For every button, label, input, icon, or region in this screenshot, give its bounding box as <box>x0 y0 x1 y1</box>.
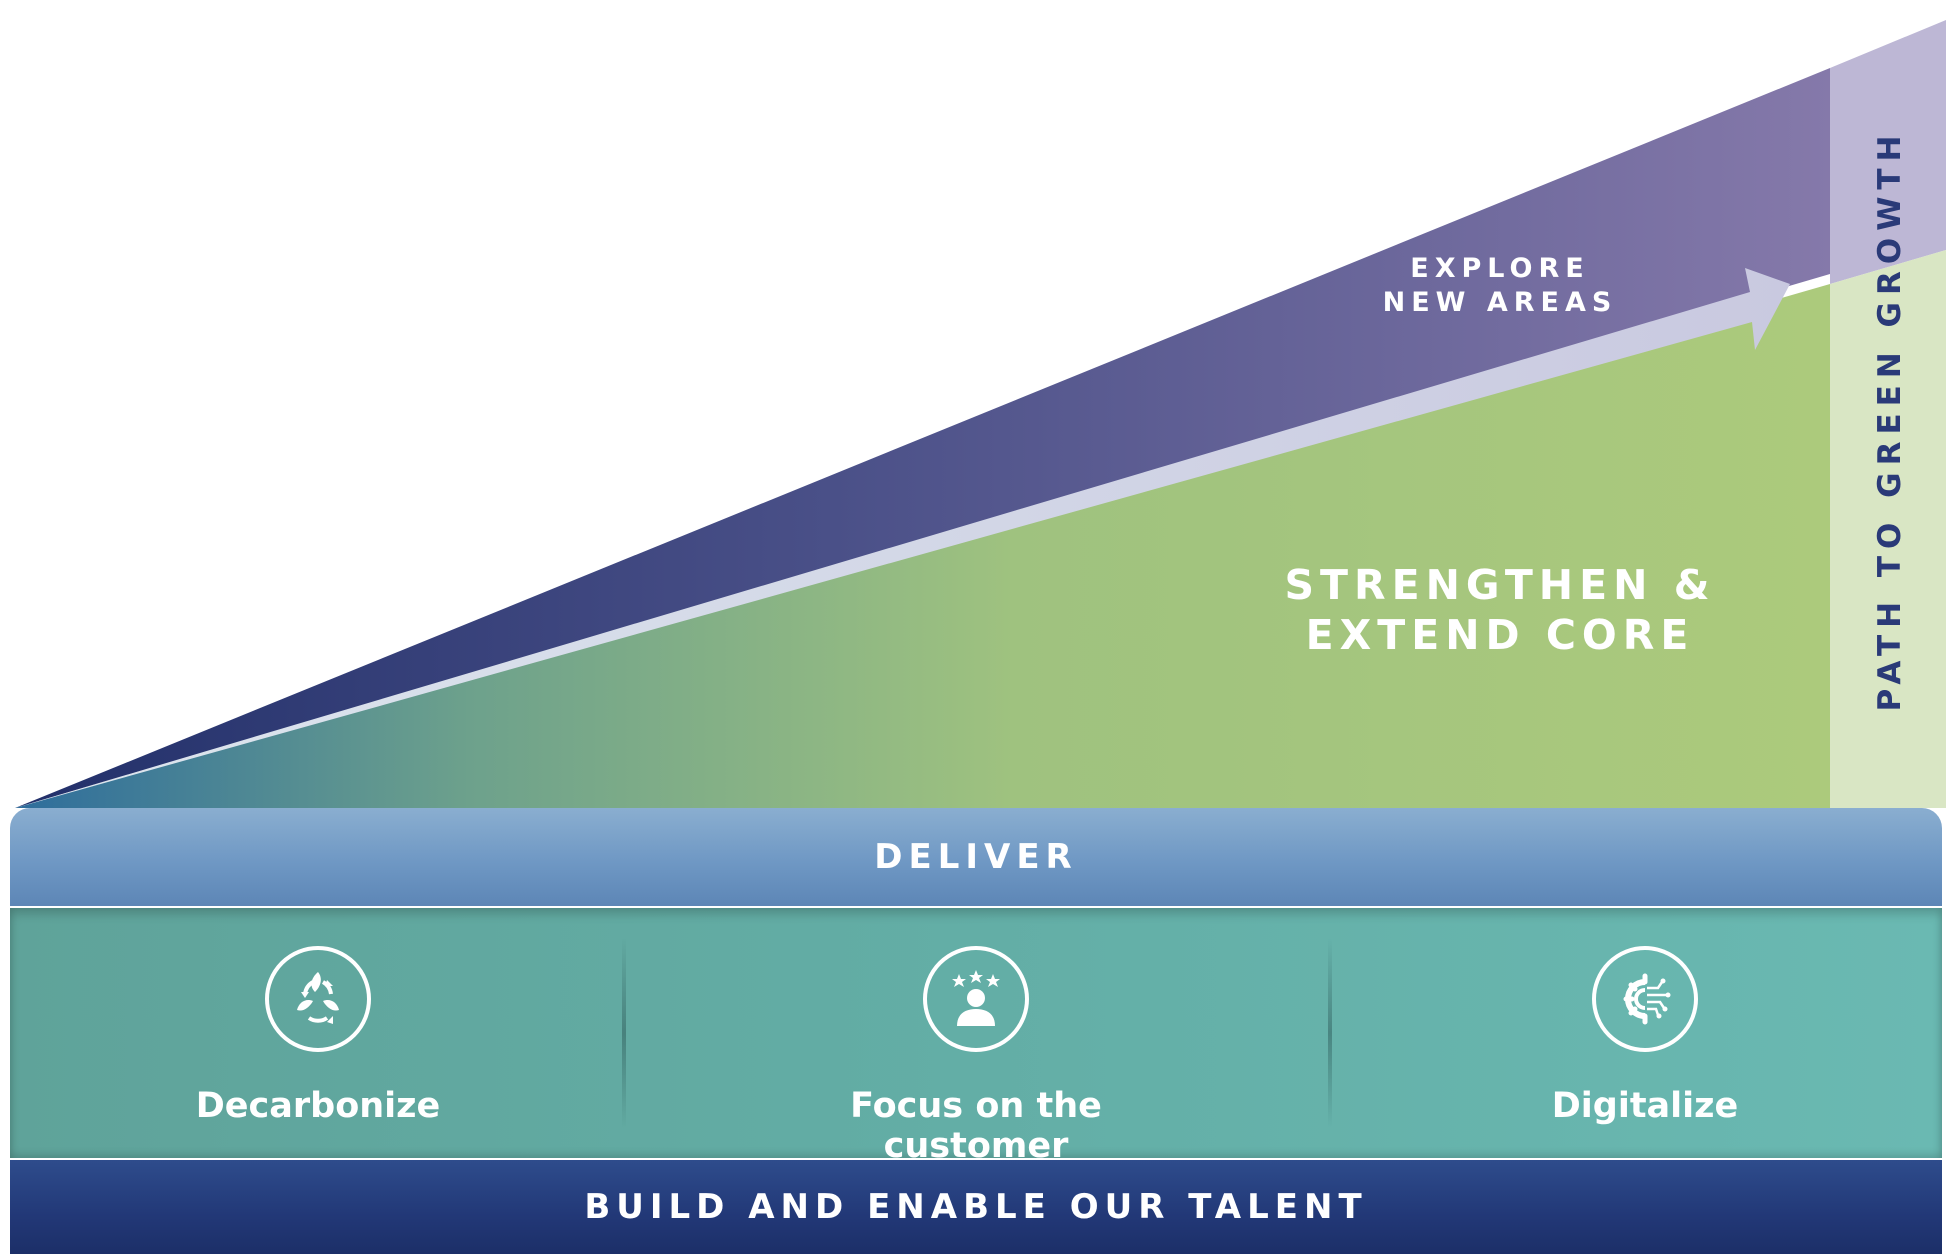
pillar-label: Focus on the customer <box>850 1086 1102 1166</box>
pillar-label: Decarbonize <box>195 1086 441 1126</box>
digital-gear-icon <box>1592 946 1698 1052</box>
explore-label: EXPLORE NEW AREAS <box>1382 253 1618 318</box>
explore-wedge <box>15 68 1830 808</box>
pillar-divider <box>622 938 626 1128</box>
customer-stars-icon <box>923 946 1029 1052</box>
side-band-top <box>1830 20 1946 284</box>
recycle-leaves-icon <box>265 946 371 1052</box>
deliver-label: DELIVER <box>874 837 1078 877</box>
deliver-bar: DELIVER <box>10 808 1942 906</box>
pillars-row: Decarbonize Focus on the customer <box>10 908 1942 1166</box>
talent-bar: BUILD AND ENABLE OUR TALENT <box>10 1160 1942 1254</box>
pillar-label: Digitalize <box>1551 1086 1739 1126</box>
pillar-customer: Focus on the customer <box>766 946 1186 1166</box>
pillar-divider <box>1328 938 1332 1128</box>
strengthen-label: STRENGTHEN & EXTEND CORE <box>1284 561 1716 659</box>
pillar-digitalize: Digitalize <box>1435 946 1855 1126</box>
side-band-bottom <box>1830 250 1946 808</box>
pillar-decarbonize: Decarbonize <box>108 946 528 1126</box>
talent-label: BUILD AND ENABLE OUR TALENT <box>584 1187 1368 1227</box>
side-label: PATH TO GREEN GROWTH <box>1872 128 1908 712</box>
